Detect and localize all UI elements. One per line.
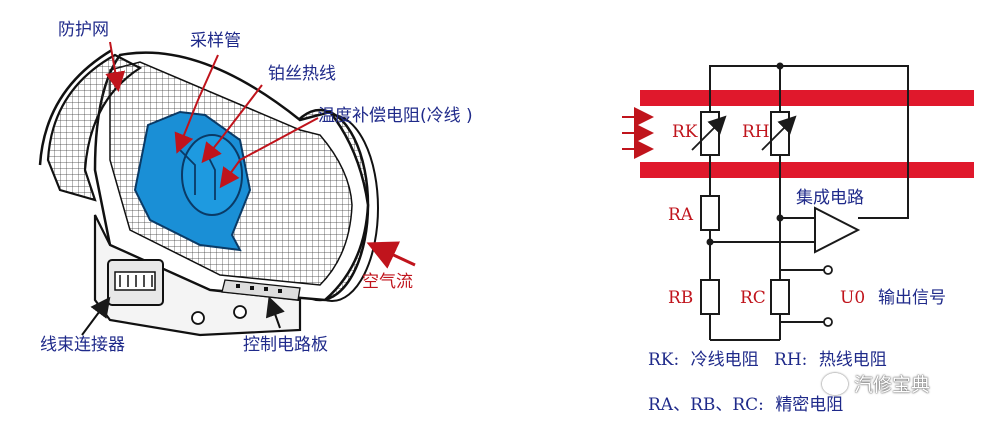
output-terminals	[823, 265, 833, 327]
legend-rh: RH:	[774, 350, 808, 370]
resistor-rh	[770, 111, 790, 156]
legend-precision-list: RA、RB、RC:	[648, 395, 764, 415]
label-control-board: 控制电路板	[243, 335, 328, 355]
label-u0: U0	[840, 288, 866, 308]
resistor-rc	[770, 279, 790, 315]
tube-leader	[174, 54, 219, 154]
label-protective-net: 防护网	[58, 20, 109, 40]
sensor-housing-drawing	[38, 48, 379, 337]
variable-arrows	[691, 115, 797, 151]
pipe-top	[640, 90, 974, 106]
net-leader	[105, 41, 126, 92]
label-rc: RC	[740, 288, 766, 308]
label-air-flow: 空气流	[362, 272, 413, 292]
label-rk: RK	[672, 122, 698, 142]
legend-cold-wire: 冷线电阻	[690, 350, 759, 370]
label-temp-comp-resistor: 温度补偿电阻(冷线 )	[318, 106, 473, 126]
resistor-rk	[700, 111, 720, 156]
leader-arrows	[81, 41, 416, 336]
label-integrated-circuit: 集成电路	[796, 188, 864, 208]
opamp-symbol	[814, 206, 861, 254]
legend-line-2: RA、RB、RC: 精密电阻	[648, 395, 843, 415]
resistor-ra	[700, 195, 720, 231]
legend-hot-wire: 热线电阻	[818, 350, 887, 370]
watermark: 汽修宝典	[822, 370, 930, 397]
junction-dots	[706, 62, 784, 246]
airflow-arrows	[622, 107, 654, 159]
wechat-icon	[822, 372, 848, 395]
label-harness-connector: 线束连接器	[40, 335, 125, 355]
resistor-rb	[700, 279, 720, 315]
circuit-wires	[709, 65, 909, 341]
pipe-bottom	[640, 162, 974, 178]
label-ra: RA	[668, 205, 694, 225]
wire-leader	[201, 84, 263, 164]
label-output-signal: 输出信号	[878, 288, 946, 308]
legend-rk: RK:	[648, 350, 680, 370]
airflow-arrow	[366, 241, 416, 269]
board-leader	[265, 296, 285, 329]
label-rh: RH	[742, 122, 770, 142]
legend-line-1: RK: 冷线电阻 RH: 热线电阻	[648, 350, 887, 370]
label-sampling-tube: 采样管	[190, 31, 241, 51]
comp-leader	[219, 117, 319, 189]
watermark-text: 汽修宝典	[854, 374, 931, 396]
resistors	[700, 111, 790, 315]
legend-precision-resistor: 精密电阻	[775, 395, 844, 415]
label-rb: RB	[668, 288, 694, 308]
connector-leader	[81, 296, 111, 336]
circuit-diagram	[622, 62, 974, 341]
label-platinum-wire: 铂丝热线	[268, 64, 336, 84]
